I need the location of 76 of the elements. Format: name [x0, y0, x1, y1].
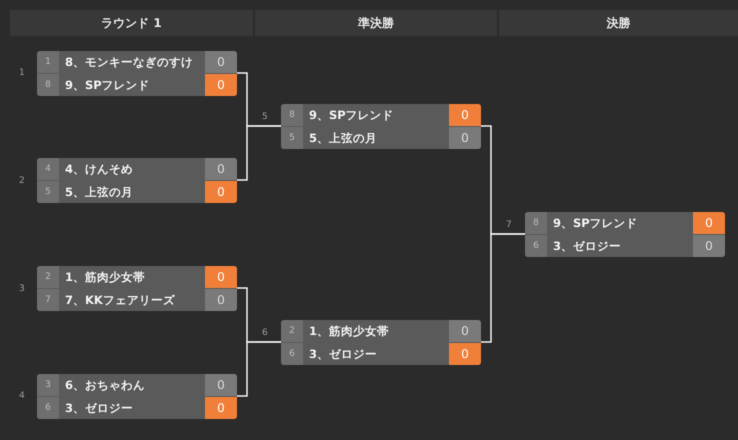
seed-number: 8 [525, 212, 547, 234]
seed-number: 6 [37, 397, 59, 419]
team-row [37, 289, 237, 311]
team-row [281, 127, 481, 149]
team-score: 0 [205, 289, 237, 311]
team-name: 3、ゼロジー [309, 346, 378, 363]
team-score: 0 [205, 266, 237, 288]
match-card [37, 374, 237, 419]
column-header: ラウンド 1 [10, 10, 253, 36]
seed-number: 5 [281, 127, 303, 149]
team-score: 0 [205, 397, 237, 419]
match-number: 3 [19, 283, 25, 295]
match-card [37, 158, 237, 203]
team-name: 1、筋肉少女帯 [309, 323, 390, 340]
seed-number: 4 [37, 158, 59, 180]
team-name: 6、おちゃわん [65, 377, 146, 394]
team-name: 9、SPフレンド [309, 107, 394, 124]
match-number: 7 [506, 219, 512, 231]
column-header: 準決勝 [255, 10, 497, 36]
team-score: 0 [449, 320, 481, 342]
seed-number: 3 [37, 374, 59, 396]
match-card [281, 104, 481, 149]
team-score: 0 [205, 74, 237, 96]
seed-number: 1 [37, 51, 59, 73]
match-number: 5 [262, 111, 268, 123]
team-row [37, 266, 237, 288]
seed-number: 5 [37, 181, 59, 203]
team-name: 4、けんそめ [65, 161, 134, 178]
team-row [37, 158, 237, 180]
seed-number: 6 [525, 235, 547, 257]
column-header: 決勝 [499, 10, 738, 36]
team-name: 8、モンキーなぎのすけ [65, 54, 194, 71]
match-number: 6 [262, 327, 268, 339]
team-score: 0 [205, 51, 237, 73]
team-score: 0 [449, 127, 481, 149]
match-card [281, 320, 481, 365]
team-name: 3、ゼロジー [553, 238, 622, 255]
seed-number: 2 [37, 266, 59, 288]
team-score: 0 [449, 343, 481, 365]
team-row [37, 181, 237, 203]
team-score: 0 [205, 374, 237, 396]
bracket-connector [237, 341, 281, 397]
match-number: 4 [19, 390, 25, 402]
team-row [37, 397, 237, 419]
team-name: 5、上弦の月 [65, 184, 134, 201]
team-score: 0 [693, 235, 725, 257]
team-name: 3、ゼロジー [65, 400, 134, 417]
match-card [37, 266, 237, 311]
team-name: 9、SPフレンド [553, 215, 638, 232]
team-name: 1、筋肉少女帯 [65, 269, 146, 286]
team-row [37, 74, 237, 96]
team-row [525, 212, 725, 234]
team-score: 0 [449, 104, 481, 126]
team-row [281, 104, 481, 126]
team-name: 7、KKフェアリーズ [65, 292, 175, 309]
team-score: 0 [205, 158, 237, 180]
seed-number: 8 [281, 104, 303, 126]
seed-number: 8 [37, 74, 59, 96]
team-row [281, 343, 481, 365]
team-name: 9、SPフレンド [65, 77, 150, 94]
seed-number: 6 [281, 343, 303, 365]
match-number: 2 [19, 175, 25, 187]
team-row [525, 235, 725, 257]
seed-number: 2 [281, 320, 303, 342]
bracket-connector [237, 125, 281, 181]
match-number: 1 [19, 67, 25, 79]
team-score: 0 [693, 212, 725, 234]
match-card [525, 212, 725, 257]
seed-number: 7 [37, 289, 59, 311]
team-score: 0 [205, 181, 237, 203]
team-row [281, 320, 481, 342]
match-card [37, 51, 237, 96]
bracket-connector [481, 233, 525, 343]
team-row [37, 51, 237, 73]
team-row [37, 374, 237, 396]
team-name: 5、上弦の月 [309, 130, 378, 147]
